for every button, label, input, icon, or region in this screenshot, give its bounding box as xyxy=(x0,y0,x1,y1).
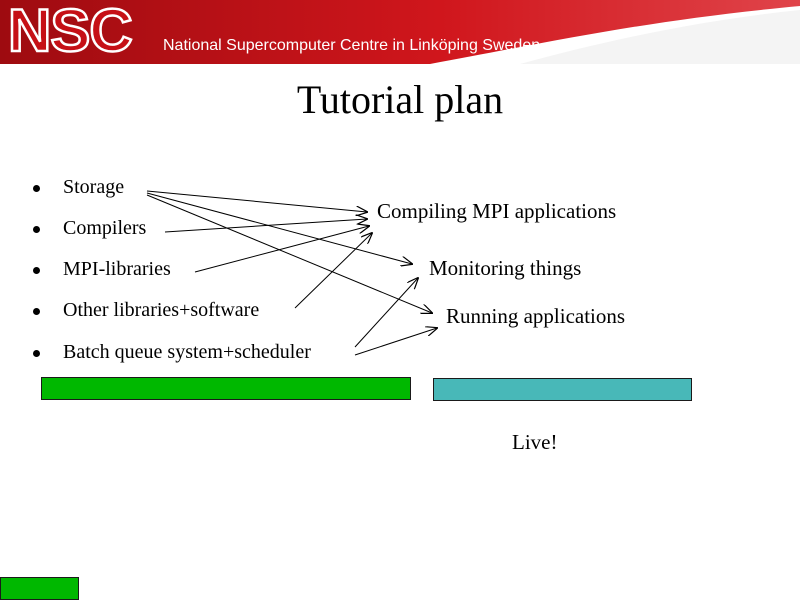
bullet-label: MPI-libraries xyxy=(63,258,171,280)
live-label: Live! xyxy=(512,430,558,454)
bullet-label: Compilers xyxy=(63,217,147,239)
arrow-batch-to-monitoring xyxy=(354,278,418,348)
header-banner: NSC National Supercomputer Centre in Lin… xyxy=(0,0,800,64)
bullet-dot-icon xyxy=(33,226,40,233)
arrow-batch-to-running xyxy=(354,328,437,356)
bullet-dot-icon xyxy=(33,350,40,357)
bullet-label: Other libraries+software xyxy=(63,299,260,321)
bullet-label: Batch queue system+scheduler xyxy=(63,341,311,363)
green-timeline-bar xyxy=(41,377,411,400)
bullet-dot-icon xyxy=(33,267,40,274)
slide-title: Tutorial plan xyxy=(296,77,504,122)
header-background xyxy=(0,0,800,64)
arrow-other-to-compiling xyxy=(294,233,372,309)
topic-running: Running applications xyxy=(446,304,626,328)
arrow-storage-to-compiling xyxy=(146,190,367,212)
arrow-storage-to-running xyxy=(146,194,432,313)
arrow-mpi-to-compiling xyxy=(194,226,369,273)
bullet-dot-icon xyxy=(33,308,40,315)
bullet-label: Storage xyxy=(63,176,125,198)
corner-green-bar xyxy=(0,577,79,600)
arrow-storage-to-monitoring xyxy=(146,192,412,264)
topic-compiling: Compiling MPI applications xyxy=(377,199,617,223)
arrow-compilers-to-compiling xyxy=(164,219,367,233)
nsc-logo: NSC xyxy=(7,0,134,64)
organization-name: National Supercomputer Centre in Linköpi… xyxy=(163,37,541,54)
topic-monitoring: Monitoring things xyxy=(429,256,582,280)
bullet-dot-icon xyxy=(33,185,40,192)
teal-timeline-bar xyxy=(433,378,692,401)
